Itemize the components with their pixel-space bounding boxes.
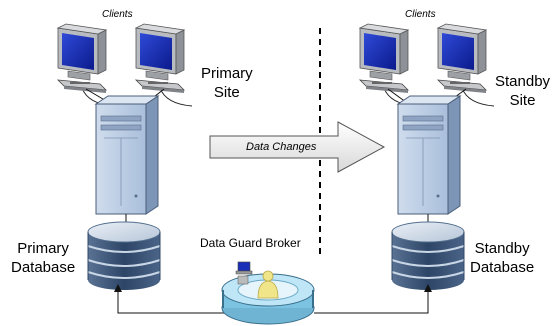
- data-guard-broker-icon: [221, 261, 315, 325]
- primary-site-label-line1: Primary: [201, 65, 253, 82]
- data-guard-broker-label: Data Guard Broker: [200, 236, 301, 250]
- primary-clients-label: Clients: [102, 9, 133, 20]
- standby-database-label-line1: Standby: [474, 240, 530, 257]
- data-changes-arrow: [209, 121, 386, 173]
- primary-client-monitor-right-icon: [135, 23, 193, 107]
- standby-site-label-line1: Standby: [495, 73, 551, 90]
- broker-connection-lines: [114, 284, 432, 314]
- primary-database-label-line1: Primary: [17, 240, 69, 257]
- standby-clients-label: Clients: [405, 9, 436, 20]
- primary-database-label-line2: Database: [11, 259, 76, 276]
- primary-database-label: Primary Database: [11, 239, 75, 277]
- primary-server-icon: [95, 95, 159, 215]
- standby-database-label-line2: Database: [470, 259, 535, 276]
- primary-site-label-line2: Site: [213, 84, 240, 101]
- standby-database-label: Standby Database: [470, 239, 534, 277]
- primary-database-icon: [87, 221, 161, 291]
- standby-site-label-line2: Site: [509, 92, 536, 109]
- standby-client-monitor-right-icon: [437, 23, 495, 107]
- primary-client-monitor-left-icon: [57, 23, 115, 107]
- standby-client-monitor-left-icon: [359, 23, 417, 107]
- standby-site-label: Standby Site: [495, 72, 550, 110]
- data-changes-label: Data Changes: [246, 141, 317, 153]
- standby-server-icon: [397, 95, 461, 215]
- primary-site-label: Primary Site: [201, 64, 253, 102]
- standby-database-icon: [391, 221, 465, 291]
